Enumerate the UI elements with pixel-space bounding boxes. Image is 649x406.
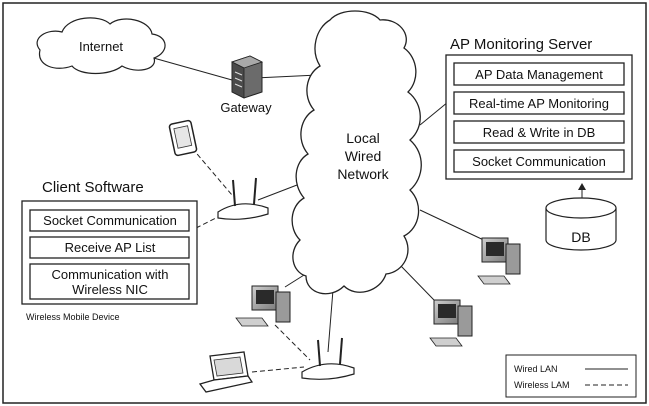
tablet-device-icon <box>168 119 198 157</box>
desktop-pc-icon <box>477 237 521 285</box>
client-module-label: Socket Communication <box>43 213 177 228</box>
client-ap-wireless-link <box>195 211 229 229</box>
internet-cloud: Internet <box>36 17 166 75</box>
client-module-receive-ap-list: Receive AP List <box>29 236 190 259</box>
gateway-server-icon <box>230 55 264 99</box>
access-point-icon <box>217 177 269 220</box>
server-module-label: Read & Write in DB <box>483 125 595 140</box>
server-module-label: Socket Communication <box>472 154 606 169</box>
tablet-ap-wireless-link <box>191 147 233 196</box>
desktop-pc-icon <box>429 299 473 347</box>
client-software-panel: Client Software Socket Communication Rec… <box>21 179 198 322</box>
desktop-pc-icon <box>235 285 291 327</box>
internet-label: Internet <box>79 39 123 54</box>
server-module-label: AP Data Management <box>475 67 603 82</box>
server-network-link <box>419 101 449 126</box>
server-module-read-write-db: Read & Write in DB <box>453 120 625 144</box>
network-label-line2: Wired <box>345 148 382 164</box>
legend-frame <box>505 354 637 398</box>
gateway-network-link <box>254 74 319 79</box>
laptop-ap-wireless-link <box>251 366 305 373</box>
gateway-label: Gateway <box>220 100 272 115</box>
pc-ap-wireless-link <box>274 324 311 361</box>
client-nic-label-line2: Wireless NIC <box>72 282 148 297</box>
server-module-socket-communication: Socket Communication <box>453 149 625 173</box>
client-title: Client Software <box>42 179 144 196</box>
ap-monitoring-server-panel: AP Monitoring Server AP Data Management … <box>445 36 633 180</box>
server-module-realtime-monitoring: Real-time AP Monitoring <box>453 91 625 115</box>
pc-right-network-link <box>419 209 491 244</box>
network-label-line1: Local <box>346 130 379 146</box>
db-label: DB <box>571 229 590 245</box>
legend-wireless-label: Wireless LAM <box>514 380 570 390</box>
legend-wired-label: Wired LAN <box>514 364 558 374</box>
client-module-wireless-nic: Communication with Wireless NIC <box>29 263 190 300</box>
laptop-icon <box>198 351 254 393</box>
client-module-socket-communication: Socket Communication <box>29 209 190 232</box>
local-network-cloud: Local Wired Network <box>291 10 422 295</box>
network-label-line3: Network <box>337 166 389 182</box>
client-module-label: Receive AP List <box>65 240 156 255</box>
client-nic-label-line1: Communication with <box>51 267 168 282</box>
internet-gateway-link <box>149 56 233 81</box>
wireless-links <box>191 147 311 373</box>
server-module-data-management: AP Data Management <box>453 62 625 86</box>
pc-mid-network-link <box>399 264 435 301</box>
server-module-label: Real-time AP Monitoring <box>469 96 609 111</box>
database-cylinder-icon: DB <box>545 197 617 251</box>
legend: Wired LAN Wireless LAM <box>505 354 637 398</box>
server-title: AP Monitoring Server <box>450 36 592 53</box>
client-caption: Wireless Mobile Device <box>26 312 120 322</box>
access-point-icon <box>301 337 355 380</box>
